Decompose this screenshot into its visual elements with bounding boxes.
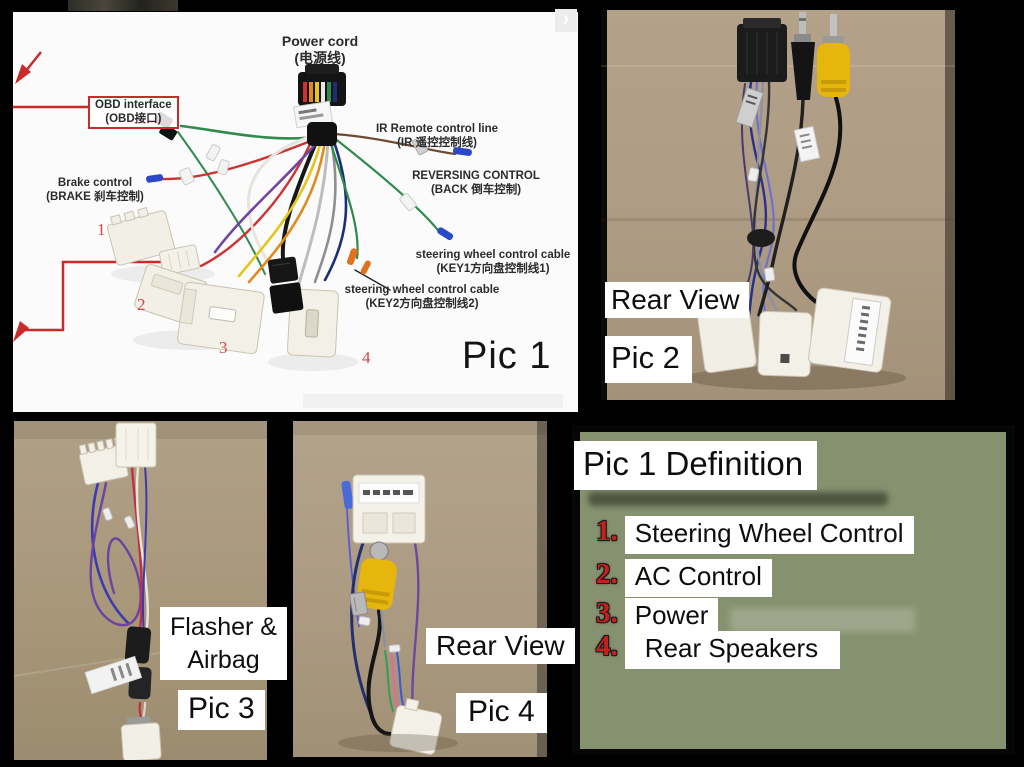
label-key2: steering wheel control cable (KEY2方向盘控制线…: [344, 284, 500, 310]
brake-wire-tip: [146, 167, 195, 186]
pic1-title: Pic 1: [462, 335, 552, 377]
item-number: 4.: [596, 630, 618, 662]
pic4-photo-panel: Rear View Pic 4: [293, 421, 575, 757]
wiring-harness-illustration: [13, 51, 563, 408]
pic2-title: Pic 2: [605, 336, 692, 383]
cable-ties: [102, 507, 136, 529]
obscured-text-smudge: [588, 492, 888, 506]
wire-clips: [205, 144, 230, 176]
pic4-bottom-connector: [389, 697, 443, 755]
cable-ties: [358, 616, 401, 653]
metal-barrel: [369, 541, 389, 561]
reversing-wire-tip: [399, 192, 454, 241]
definition-item-3: 3. Power: [596, 597, 719, 636]
pic4-rear-view-caption: Rear View: [426, 628, 575, 665]
pic3-bottom-connector: [120, 716, 162, 760]
pic4-harness-photo: [293, 421, 547, 757]
connector-1b: [158, 244, 201, 276]
pic2-harness-photo: [601, 10, 955, 400]
pic1-diagram-panel: Power cord (电源线) OBD interface (OBD接口) B…: [13, 0, 578, 412]
definition-item-2: 2. AC Control: [596, 558, 772, 597]
white-tag: [793, 125, 821, 163]
definition-item-1: 1. Steering Wheel Control: [596, 515, 914, 554]
red-annotation-lines: [13, 51, 168, 332]
power-connector: [293, 64, 346, 146]
label-ir-remote: IR Remote control line (IR 遥控控制线): [375, 123, 499, 149]
rca-plug-yellow: [356, 558, 397, 610]
item-label: Steering Wheel Control: [624, 516, 914, 554]
pic2-rear-view-caption: Rear View: [605, 282, 749, 319]
obscured-text-smudge-light: [730, 608, 915, 632]
pic4-top-connector: [341, 474, 426, 544]
pic3-flasher-airbag-caption: Flasher & Airbag: [160, 607, 287, 680]
marker-2: 2: [137, 295, 146, 314]
pic2-connector-b: [757, 310, 813, 378]
pic2-photo-panel: Rear View Pic 2: [601, 10, 955, 400]
item-label: Rear Speakers: [624, 631, 841, 669]
metal-clip: [349, 591, 369, 617]
pic3-white-tag: [84, 655, 143, 695]
item-number: 2.: [596, 558, 618, 590]
ir-wire-tip: [412, 136, 472, 156]
marker-1: 1: [97, 220, 106, 239]
label-reversing-control: REVERSING CONTROL (BACK 倒车控制): [412, 170, 540, 196]
cable-knot: [747, 229, 775, 247]
label-obd-interface: OBD interface (OBD接口): [88, 96, 179, 130]
pic1-definition-panel: Pic 1 Definition 1. Steering Wheel Contr…: [572, 425, 1015, 755]
label-power-cord: Power cord (电源线): [281, 33, 359, 66]
item-number: 1.: [596, 515, 618, 547]
pic2-connector-c: [808, 287, 892, 373]
antenna-plug: [791, 12, 815, 100]
item-number: 3.: [596, 597, 618, 629]
item-label: Power: [624, 598, 719, 636]
marker-3: 3: [219, 338, 228, 357]
top-edge-noise: [68, 0, 178, 11]
cable-ties: [747, 167, 776, 282]
definition-item-4: 4. Rear Speakers: [596, 630, 841, 669]
pic3-top-connector: [115, 422, 157, 468]
rca-plug-yellow: [817, 14, 850, 97]
chevron-right-icon[interactable]: ›: [555, 9, 577, 32]
definition-title: Pic 1 Definition: [574, 441, 818, 490]
connector-3: [177, 281, 265, 355]
marker-4: 4: [362, 348, 371, 367]
idc-black-connector: [737, 18, 787, 82]
steering-key-wire-tips: [346, 248, 371, 275]
pic3-photo-panel: Flasher & Airbag Pic 3: [14, 421, 287, 760]
item-label: AC Control: [624, 559, 772, 597]
label-key1: steering wheel control cable (KEY1方向盘控制线…: [415, 249, 571, 275]
red-arrowheads: [13, 64, 31, 342]
pic4-title: Pic 4: [456, 693, 547, 733]
connector-1: [106, 206, 176, 266]
silver-sticker: [735, 87, 764, 128]
connector-sticker: [293, 100, 334, 129]
pic3-harness-photo: [14, 421, 267, 760]
label-brake-control: Brake control (BRAKE 刹车控制): [46, 177, 144, 203]
pic3-title: Pic 3: [178, 690, 265, 730]
black-plug-connector: [267, 256, 304, 314]
